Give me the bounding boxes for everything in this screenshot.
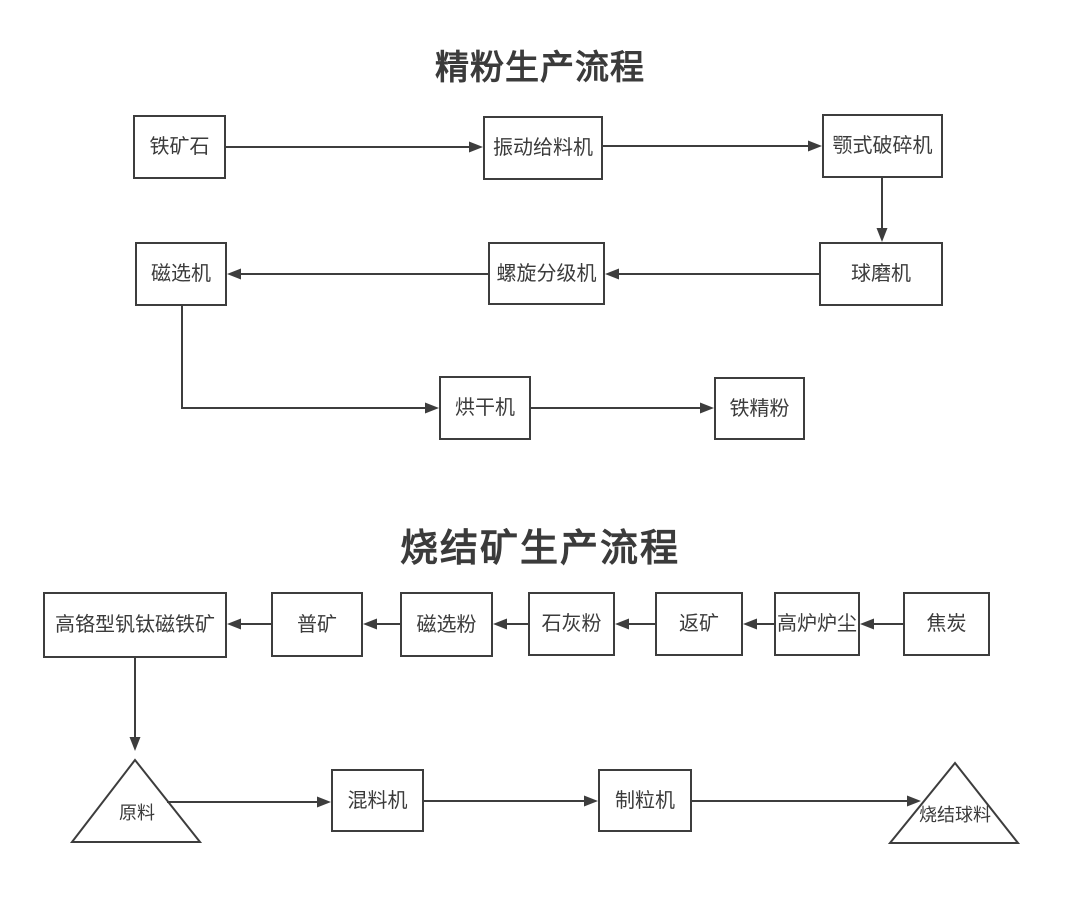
arrowhead-classifier-separator — [227, 268, 241, 280]
node-sinter-pellets-label: 烧结球料 — [919, 805, 991, 825]
arrowhead-lime-magpowder — [493, 618, 507, 630]
node-mixer: 混料机 — [331, 769, 424, 832]
triangle-sinter-pellets — [887, 761, 1021, 844]
arrowhead-magnetite-rawmaterial — [129, 737, 141, 751]
node-return-ore: 返矿 — [655, 592, 743, 656]
node-granulator: 制粒机 — [598, 769, 692, 832]
node-lime-powder: 石灰粉 — [528, 592, 615, 656]
node-ordinary-ore: 普矿 — [271, 592, 363, 657]
edge-separator-dryer — [181, 306, 426, 409]
node-iron-concentrate: 铁精粉 — [714, 377, 805, 440]
node-blast-furnace-dust: 高炉炉尘 — [774, 592, 860, 656]
node-raw-material-label: 原料 — [119, 803, 155, 823]
arrowhead-separator-dryer — [425, 402, 439, 414]
node-spiral-classifier: 螺旋分级机 — [488, 242, 605, 305]
arrowhead-dryer-concentrate — [700, 402, 714, 414]
node-ball-mill: 球磨机 — [819, 242, 943, 306]
arrowhead-ballmill-classifier — [605, 268, 619, 280]
diagram-title-sinter-process: 烧结矿生产流程 — [399, 528, 680, 570]
node-magnetic-separation-powder: 磁选粉 — [400, 592, 493, 657]
node-dryer: 烘干机 — [439, 376, 531, 440]
node-iron-ore: 铁矿石 — [133, 115, 226, 179]
arrowhead-ironore-feeder — [469, 141, 483, 153]
arrowhead-feeder-crusher — [808, 140, 822, 152]
node-magnetic-separator: 磁选机 — [135, 242, 227, 306]
node-high-chrome-vanadium-titanium-magnetite: 高铬型钒钛磁铁矿 — [43, 592, 227, 658]
node-coke: 焦炭 — [903, 592, 990, 656]
arrowhead-dust-returnore — [743, 618, 757, 630]
node-jaw-crusher: 颚式破碎机 — [822, 114, 943, 178]
arrowhead-magpowder-ordinaryore — [363, 618, 377, 630]
node-vibrating-feeder: 振动给料机 — [483, 116, 603, 180]
arrowhead-ordinaryore-magnetite — [227, 618, 241, 630]
arrowhead-granulator-sinterpellets — [907, 795, 921, 807]
arrowhead-rawmaterial-mixer — [317, 796, 331, 808]
arrowhead-coke-dust — [860, 618, 874, 630]
arrowhead-crusher-ballmill — [876, 228, 888, 242]
arrowhead-returnore-lime — [615, 618, 629, 630]
diagram-title-fine-powder-process: 精粉生产流程 — [435, 49, 645, 87]
arrowhead-mixer-granulator — [584, 795, 598, 807]
